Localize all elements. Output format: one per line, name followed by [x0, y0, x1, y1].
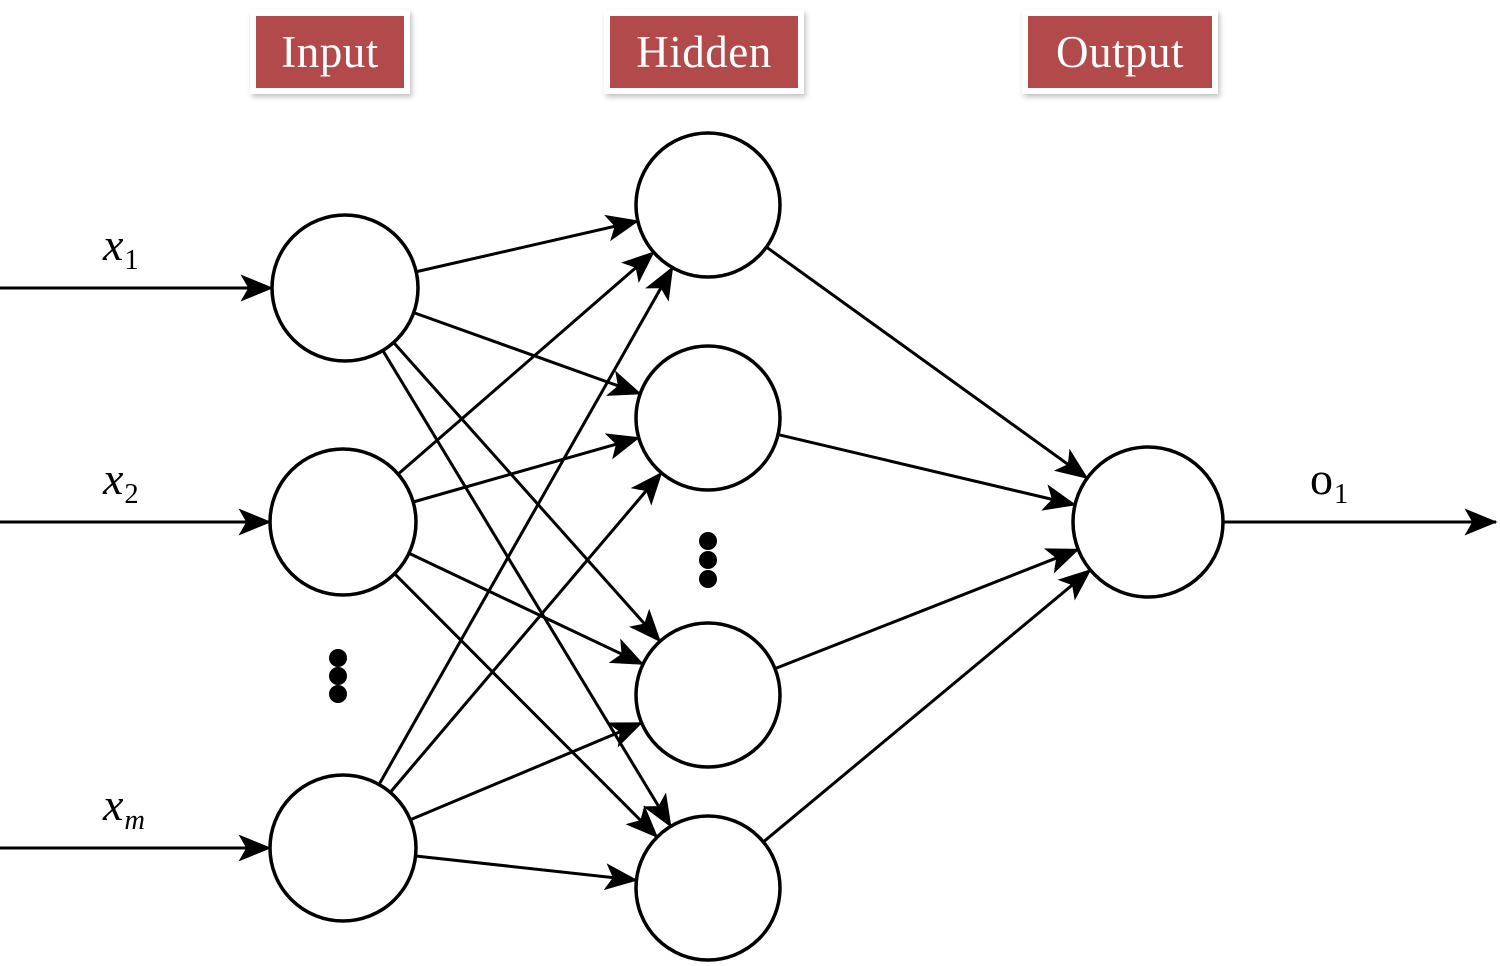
input-label-x2: x2: [103, 456, 139, 510]
edges-input-to-hidden: [377, 214, 674, 891]
edge-in-2-to-hid-3: [408, 551, 645, 666]
edge-in-3-to-hid-4: [415, 854, 638, 891]
ellipsis-dot-input-2: [329, 667, 347, 685]
edge-hid-3-to-out-1: [774, 548, 1080, 671]
edge-in-2-to-hid-1: [397, 251, 655, 476]
input-label-x1-sub: 1: [124, 245, 139, 277]
neuron-in-3: [268, 773, 418, 923]
external-io-arrows: [0, 274, 1498, 862]
edge-in-1-to-hid-3: [392, 341, 662, 643]
neuron-hid-2: [634, 344, 782, 492]
ellipsis-dot-hidden-1: [699, 532, 717, 550]
layer-badge-input: Input: [250, 10, 410, 94]
edge-in-1-to-hid-4: [381, 349, 673, 828]
edge-hid-1-to-out-1: [765, 245, 1089, 480]
output-label-o1-sub: 1: [1334, 479, 1349, 511]
edge-in-3-to-hid-2: [389, 471, 663, 794]
input-label-x2-sub: 2: [124, 479, 139, 511]
edge-in-1-to-hid-1: [415, 214, 640, 274]
input-label-x1-base: x: [103, 219, 124, 270]
ellipsis-dot-hidden-3: [699, 570, 717, 588]
edge-hid-2-to-out-1: [777, 433, 1077, 511]
input-label-xm-base: x: [103, 779, 124, 830]
neuron-out-1: [1071, 445, 1225, 599]
layer-badge-hidden: Hidden: [604, 10, 804, 94]
output-label-o1: o1: [1310, 456, 1348, 510]
edges-hidden-to-output: [762, 245, 1092, 844]
edge-hid-4-to-out-1: [762, 568, 1092, 844]
neuron-hid-1: [634, 131, 782, 279]
ellipsis-dot-input-3: [329, 685, 347, 703]
ellipsis-dots: [329, 532, 717, 703]
neuron-in-1: [270, 213, 420, 363]
edge-in-2-to-hid-4: [393, 572, 659, 839]
neuron-hid-3: [634, 621, 782, 769]
ellipsis-dot-hidden-2: [699, 551, 717, 569]
edge-in-1-to-hid-2: [413, 311, 642, 396]
edge-in-3-to-hid-1: [377, 266, 674, 786]
input-label-xm: xm: [103, 782, 145, 836]
output-label-o1-base: o: [1310, 453, 1333, 504]
layer-badge-output: Output: [1022, 10, 1218, 94]
neuron-nodes: [268, 131, 1225, 962]
neuron-hid-4: [634, 814, 782, 962]
edge-in-3-to-hid-3: [409, 721, 643, 822]
ellipsis-dot-input-1: [329, 649, 347, 667]
input-label-x1: x1: [103, 222, 139, 276]
input-label-x2-base: x: [103, 453, 124, 504]
neuron-in-2: [268, 447, 418, 597]
edge-in-2-to-hid-2: [412, 433, 641, 504]
input-label-xm-sub: m: [124, 805, 146, 837]
